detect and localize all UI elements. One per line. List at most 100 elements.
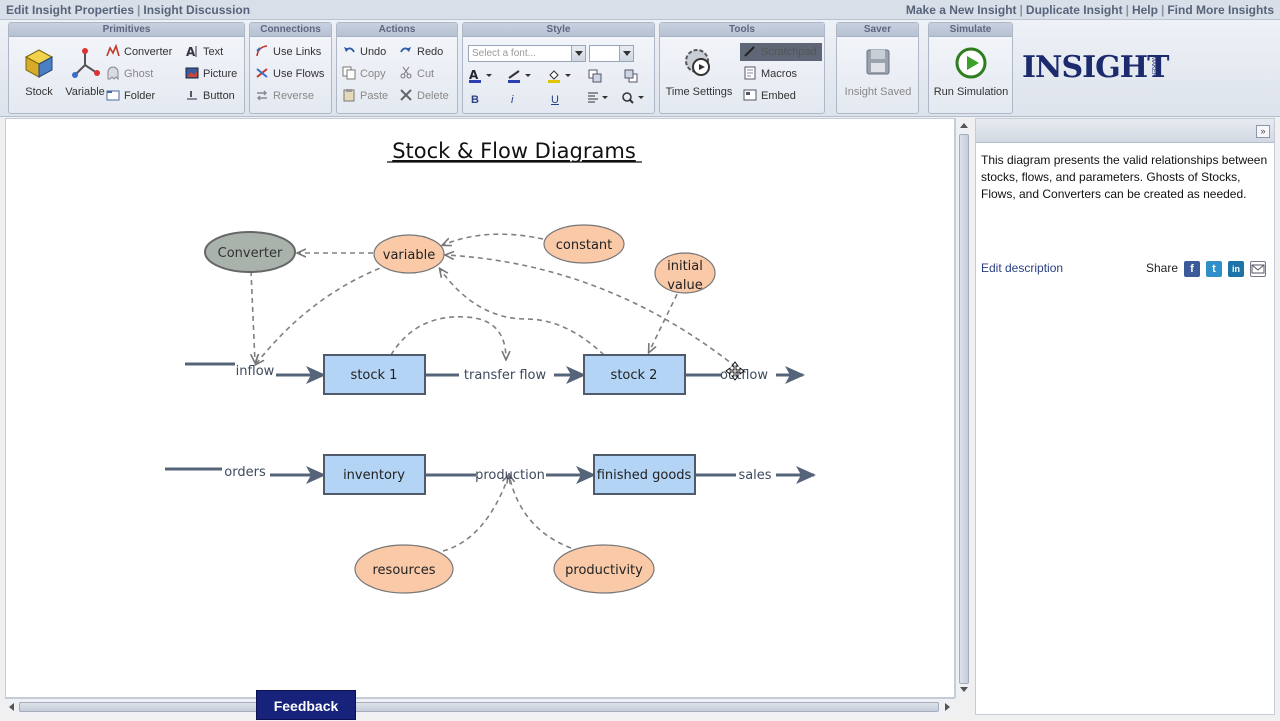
align-button[interactable] <box>587 91 611 109</box>
ghost-button[interactable]: Ghost <box>106 65 153 83</box>
folder-button[interactable]: Folder <box>106 87 155 105</box>
style-group: Style Select a font... A B i U <box>462 22 655 114</box>
stock-1-node[interactable]: stock 1 <box>323 354 426 395</box>
duplicate-insight-link[interactable]: Duplicate Insight <box>1025 3 1123 17</box>
italic-icon: i <box>511 94 514 106</box>
vertical-scroll-thumb[interactable] <box>959 134 969 684</box>
transfer-flow-label[interactable]: transfer flow <box>464 368 547 383</box>
inflow-label[interactable]: inflow <box>236 364 275 379</box>
copy-button[interactable]: Copy <box>342 65 386 83</box>
scroll-down-icon[interactable] <box>960 687 968 692</box>
reverse-icon <box>255 88 269 102</box>
time-settings-button[interactable]: Time Settings <box>664 43 734 99</box>
sales-label[interactable]: sales <box>738 468 771 483</box>
canvas-horizontal-scrollbar[interactable] <box>5 698 955 715</box>
insight-saved-button[interactable]: Insight Saved <box>839 43 917 99</box>
scroll-right-icon[interactable] <box>945 703 950 711</box>
undo-button[interactable]: Undo <box>342 43 386 61</box>
link-resources-production[interactable] <box>442 475 509 552</box>
flows-row-2 <box>165 466 816 484</box>
feedback-button[interactable]: Feedback <box>256 690 356 720</box>
line-color-button[interactable] <box>507 68 533 86</box>
email-icon[interactable] <box>1250 261 1266 277</box>
paint-bucket-icon <box>548 70 571 83</box>
stock-button[interactable]: Stock <box>11 43 67 99</box>
twitter-icon[interactable]: t <box>1206 261 1222 277</box>
font-select[interactable]: Select a font... <box>468 45 586 62</box>
constant-node[interactable]: constant <box>543 224 625 264</box>
delete-button[interactable]: Delete <box>399 87 449 105</box>
embed-button[interactable]: Embed <box>743 87 796 105</box>
edit-description-link[interactable]: Edit description <box>981 261 1064 275</box>
redo-button[interactable]: Redo <box>399 43 443 61</box>
scroll-left-icon[interactable] <box>9 703 14 711</box>
italic-button[interactable]: i <box>511 91 513 109</box>
reverse-button[interactable]: Reverse <box>255 87 314 105</box>
inventory-node[interactable]: inventory <box>323 454 426 495</box>
initial-value-node[interactable]: initial value <box>654 252 716 294</box>
canvas-vertical-scrollbar[interactable] <box>955 118 972 698</box>
picture-button[interactable]: Picture <box>185 65 237 83</box>
scratchpad-button[interactable]: Scratchpad <box>740 43 822 61</box>
font-size-select[interactable] <box>589 45 634 62</box>
productivity-node[interactable]: productivity <box>553 544 655 594</box>
link-productivity-production[interactable] <box>509 475 572 549</box>
undo-label: Undo <box>360 46 387 58</box>
initial-value-label-2: value <box>667 278 703 293</box>
orders-label[interactable]: orders <box>224 465 266 480</box>
resources-node[interactable]: resources <box>354 544 454 594</box>
scroll-up-icon[interactable] <box>960 123 968 128</box>
horizontal-scroll-thumb[interactable] <box>19 702 939 712</box>
delete-label: Delete <box>417 90 449 102</box>
collapse-panel-button[interactable]: » <box>1256 125 1270 138</box>
flow-icon <box>255 66 269 80</box>
use-flows-button[interactable]: Use Flows <box>255 65 324 83</box>
use-links-label: Use Links <box>273 46 322 58</box>
link-initial-value-stock2[interactable] <box>649 285 682 352</box>
bold-button[interactable]: B <box>471 91 479 109</box>
saver-group-title: Saver <box>837 23 918 37</box>
zoom-button[interactable] <box>621 91 647 109</box>
link-stock1-transfer[interactable] <box>390 316 506 359</box>
variable-node[interactable]: variable <box>373 234 445 274</box>
converter-button[interactable]: Converter <box>106 43 172 61</box>
stock-button-label: Stock <box>25 86 53 98</box>
converter-ghost-node[interactable]: Converter <box>204 231 296 273</box>
variable-button[interactable]: Variable <box>57 43 113 99</box>
find-more-insights-link[interactable]: Find More Insights <box>1167 3 1274 17</box>
button-button[interactable]: Button <box>185 87 235 105</box>
insight-discussion-link[interactable]: Insight Discussion <box>143 3 251 17</box>
paste-button[interactable]: Paste <box>342 87 388 105</box>
play-icon <box>955 47 987 79</box>
production-label[interactable]: production <box>475 468 545 483</box>
linkedin-icon[interactable]: in <box>1228 261 1244 277</box>
run-simulation-button[interactable]: Run Simulation <box>931 43 1011 99</box>
link-variable-inflow[interactable] <box>256 264 389 364</box>
stocks: stock 1 stock 2 inventory finished goods <box>323 354 696 495</box>
scratchpad-label: Scratchpad <box>761 46 817 58</box>
diagram-canvas[interactable]: Stock & Flow Diagrams <box>5 118 955 698</box>
cut-button[interactable]: Cut <box>399 65 434 83</box>
make-new-insight-link[interactable]: Make a New Insight <box>905 3 1017 17</box>
facebook-icon[interactable]: f <box>1184 261 1200 277</box>
font-color-button[interactable]: A <box>468 68 494 86</box>
finished-goods-node[interactable]: finished goods <box>593 454 696 495</box>
connections-group: Connections Use Links Use Flows Reverse <box>249 22 332 114</box>
fill-color-button[interactable] <box>547 68 573 86</box>
redo-icon <box>399 44 413 58</box>
variable-node-label: variable <box>383 248 435 263</box>
use-links-button[interactable]: Use Links <box>255 43 321 61</box>
edit-insight-properties-link[interactable]: Edit Insight Properties <box>6 3 135 17</box>
underline-button[interactable]: U <box>551 91 559 109</box>
bring-forward-button[interactable] <box>587 68 603 86</box>
macros-button[interactable]: Macros <box>743 65 797 83</box>
help-link[interactable]: Help <box>1131 3 1158 17</box>
send-backward-button[interactable] <box>623 68 639 86</box>
stock-2-node[interactable]: stock 2 <box>583 354 686 395</box>
link-converter-inflow[interactable] <box>251 270 255 362</box>
link-constant-variable[interactable] <box>443 233 544 245</box>
link-outflow-variable[interactable] <box>446 255 737 368</box>
link-stock2-variable[interactable] <box>440 269 605 356</box>
top-links-right: Make a New Insight|Duplicate Insight|Hel… <box>906 3 1274 17</box>
